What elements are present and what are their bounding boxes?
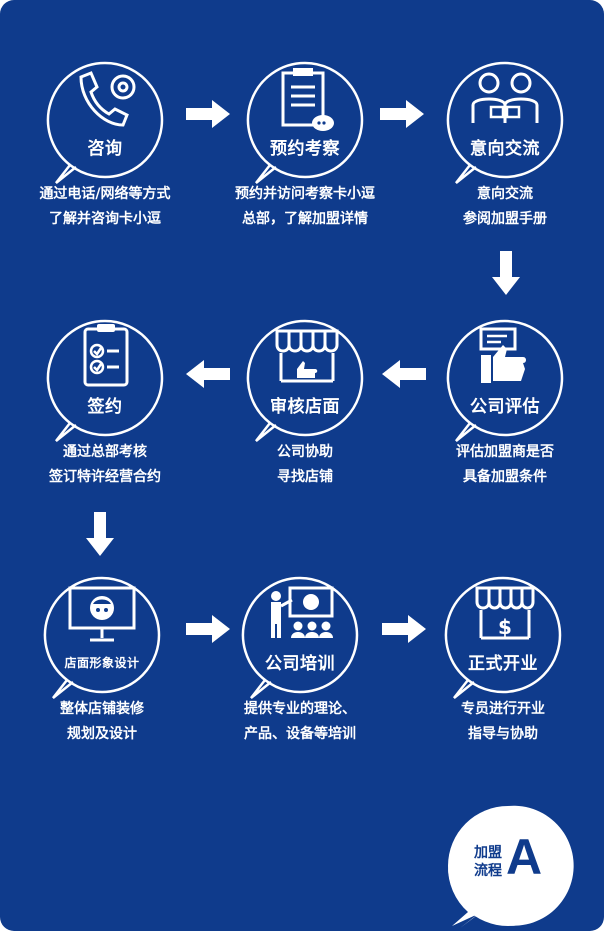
step-training: 公司培训 提供专业的理论、 产品、设备等培训 <box>210 570 390 780</box>
step-title: 意向交流 <box>470 139 540 159</box>
step-store-review: 审核店面 公司协助 寻找店铺 <box>215 313 395 523</box>
thumbs-up-icon <box>479 327 526 383</box>
step-description: 评估加盟商是否 具备加盟条件 <box>456 444 554 485</box>
badge-text: 加盟 流程 <box>474 845 502 879</box>
arrow-down-icon <box>86 512 114 556</box>
step-title: 公司评估 <box>470 397 540 417</box>
training-icon <box>271 586 334 638</box>
step-description: 专员进行开业 指导与协助 <box>461 701 545 742</box>
step-contract: 签约 通过总部考核 签订特许经营合约 <box>15 313 195 523</box>
step-intention: 意向交流 意向交流 参阅加盟手册 <box>415 55 595 265</box>
step-evaluation: 公司评估 评估加盟商是否 具备加盟条件 <box>415 313 595 523</box>
speech-bubble <box>444 576 562 699</box>
arrow-right-icon <box>382 615 426 643</box>
phone-icon <box>79 71 136 127</box>
step-appointment: 预约考察 预约并访问考察卡小逗 总部，了解加盟详情 <box>215 55 395 265</box>
step-title: 正式开业 <box>468 654 538 674</box>
step-description: 公司协助 寻找店铺 <box>277 444 333 485</box>
badge-letter: A <box>506 829 543 885</box>
step-title: 预约考察 <box>270 139 340 159</box>
speech-bubble <box>246 61 364 184</box>
arrow-down-icon <box>492 251 520 295</box>
people-icon <box>471 72 539 123</box>
step-description: 提供专业的理论、 产品、设备等培训 <box>244 701 356 742</box>
step-description: 预约并访问考察卡小逗 总部，了解加盟详情 <box>235 186 375 227</box>
process-badge: 加盟 流程 A <box>438 800 578 928</box>
svg-text:$: $ <box>498 615 512 639</box>
arrow-left-icon <box>382 360 426 388</box>
step-grand-opening: $ 正式开业 专员进行开业 指导与协助 <box>413 570 593 780</box>
step-title: 店面形象设计 <box>64 656 140 670</box>
speech-bubble <box>446 61 564 184</box>
step-description: 通过总部考核 签订特许经营合约 <box>49 444 161 485</box>
speech-bubble <box>446 319 564 442</box>
step-title: 审核店面 <box>270 397 340 417</box>
shop-dollar-icon: $ <box>475 586 535 640</box>
step-description: 通过电话/网络等方式 了解并咨询卡小逗 <box>39 186 171 227</box>
step-description: 意向交流 参阅加盟手册 <box>463 186 547 227</box>
checklist-icon <box>83 324 129 387</box>
badge-bubble-icon <box>447 805 574 928</box>
step-description: 整体店铺装修 规划及设计 <box>60 701 144 742</box>
storefront-icon <box>275 329 339 383</box>
clipboard-icon <box>281 68 334 131</box>
speech-bubble <box>46 61 164 184</box>
arrow-left-icon <box>186 360 230 388</box>
arrow-right-icon <box>186 100 230 128</box>
step-title: 咨询 <box>87 139 123 159</box>
monitor-icon <box>68 586 136 642</box>
step-consult: 咨询 通过电话/网络等方式 了解并咨询卡小逗 <box>15 55 195 265</box>
step-store-design: 店面形象设计 整体店铺装修 规划及设计 <box>12 570 192 780</box>
speech-bubble <box>46 319 164 442</box>
arrow-right-icon <box>186 615 230 643</box>
step-title: 签约 <box>87 397 123 417</box>
arrow-right-icon <box>380 100 424 128</box>
step-title: 公司培训 <box>265 654 335 674</box>
